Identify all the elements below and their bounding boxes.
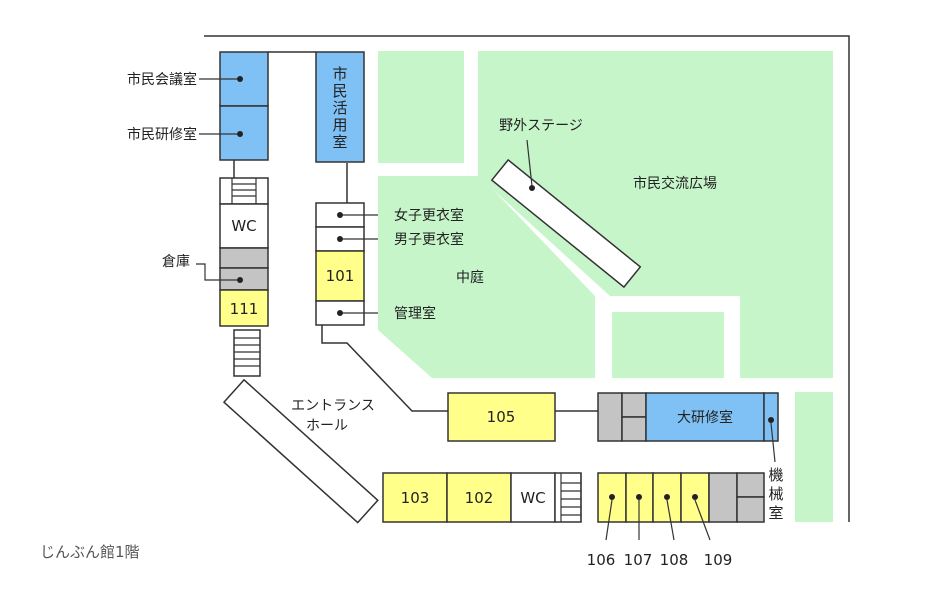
public-plaza-green-area [478, 51, 833, 378]
room-103[interactable] [382, 472, 448, 523]
entrance-hall-corridor[interactable] [222, 378, 379, 524]
label-107: 107 [624, 551, 653, 569]
label-105: 105 [487, 408, 516, 426]
label-108: 108 [660, 551, 689, 569]
green-areas [378, 51, 833, 522]
marker-dot [636, 494, 642, 500]
marker-dot [337, 236, 343, 242]
connectors [233, 51, 598, 412]
room-111[interactable] [219, 289, 269, 327]
room-storage-right-a[interactable] [597, 392, 623, 442]
marker-dot [609, 494, 615, 500]
marker-dot [237, 277, 243, 283]
marker-dot [529, 185, 535, 191]
label-shimin-kaigi: 市民会議室 [127, 71, 197, 88]
room-storage-bottom-b[interactable] [736, 472, 765, 498]
svg-text:機: 機 [768, 466, 783, 484]
plaza-green-area-small [378, 51, 464, 163]
label-kikai: 機 械 室 [768, 466, 783, 522]
svg-text:室: 室 [768, 504, 783, 522]
label-109: 109 [704, 551, 733, 569]
green-strip-right [795, 392, 833, 522]
svg-text:用: 用 [332, 116, 347, 134]
room-dai-kenshu[interactable] [645, 392, 765, 442]
label-dai-kenshu: 大研修室 [677, 409, 733, 426]
marker-dot [237, 76, 243, 82]
label-111: 111 [230, 300, 259, 318]
label-joshi-koui: 女子更衣室 [394, 207, 464, 224]
green-strip-mid [612, 312, 724, 378]
room-shimin-katsuyo[interactable] [315, 51, 365, 163]
marker-dot [337, 212, 343, 218]
marker-dot [664, 494, 670, 500]
room-wc-left[interactable] [219, 203, 269, 249]
room-soko[interactable] [219, 267, 269, 291]
label-danshi-koui: 男子更衣室 [394, 231, 464, 248]
room-102[interactable] [446, 472, 512, 523]
label-wc-bottom: WC [520, 489, 545, 507]
marker-dot [237, 131, 243, 137]
building-outline [204, 35, 850, 522]
svg-text:械: 械 [768, 485, 783, 503]
label-yagai-stage: 野外ステージ [499, 118, 583, 134]
room-storage-bottom-c[interactable] [736, 496, 765, 523]
room-soko-upper[interactable] [219, 247, 269, 269]
label-103: 103 [401, 489, 430, 507]
stairs-left-top [219, 177, 269, 205]
label-shimin-katsuyo: 市 民 活 用 室 [332, 65, 347, 151]
room-101[interactable] [315, 250, 365, 302]
stairs-bottom [554, 472, 582, 523]
room-shimin-kenshu[interactable] [219, 105, 269, 161]
svg-text:エントランス: エントランス [291, 398, 375, 414]
svg-text:活: 活 [332, 99, 347, 117]
label-soko: 倉庫 [162, 253, 190, 270]
room-105[interactable] [447, 392, 556, 442]
label-wc-left: WC [231, 217, 256, 235]
label-101: 101 [326, 267, 355, 285]
plaza-green-area [378, 176, 595, 378]
label-shimin-kenshu: 市民研修室 [127, 126, 197, 143]
marker-dot [768, 417, 774, 423]
label-nakaniwa: 中庭 [456, 269, 484, 286]
svg-text:室: 室 [332, 133, 347, 151]
label-102: 102 [465, 489, 494, 507]
svg-text:ホール: ホール [306, 418, 348, 434]
stairs-left-bottom [233, 329, 261, 377]
room-storage-bottom-a[interactable] [708, 472, 738, 523]
label-entrance-hall: エントランス ホール [291, 398, 375, 434]
label-shimin-koryu: 市民交流広場 [633, 175, 717, 192]
label-kanri: 管理室 [394, 305, 436, 322]
svg-text:市: 市 [332, 65, 347, 83]
room-storage-right-c[interactable] [621, 416, 647, 442]
marker-dot [692, 494, 698, 500]
marker-dot [337, 310, 343, 316]
room-storage-right-b[interactable] [621, 392, 647, 418]
map-title: じんぶん館1階 [40, 543, 140, 561]
svg-text:民: 民 [332, 82, 347, 100]
outdoor-stage[interactable] [490, 158, 642, 289]
label-106: 106 [587, 551, 616, 569]
